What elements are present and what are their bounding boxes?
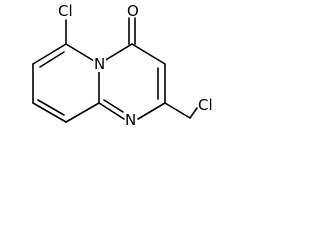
pyrimidinone-ring <box>98 43 166 120</box>
carbonyl-group <box>128 17 136 45</box>
bond-n1-c9a-inner <box>103 99 124 113</box>
bond-c7-c6 <box>32 43 67 65</box>
bond-n1-c9a <box>98 102 125 120</box>
molecule-structure: Cl O N N Cl <box>32 2 213 129</box>
bond-c9-c8-inner <box>37 99 65 116</box>
atom-label-cl-right: Cl <box>198 96 213 114</box>
bond-c9a-c9 <box>65 102 100 123</box>
atom-label-n-bottom: N <box>125 111 136 129</box>
bond-c9-c8 <box>32 102 67 123</box>
atom-label-cl-left: Cl <box>58 2 73 20</box>
bond-c2-ch2 <box>164 102 191 119</box>
pyridine-ring <box>32 43 100 123</box>
bond-c7-c6-inner <box>39 51 65 68</box>
bond-ch2-cl <box>189 107 198 119</box>
bond-c4-c3 <box>131 43 166 65</box>
molecule-canvas: Cl O N N Cl <box>0 0 223 138</box>
atom-bg-n5 <box>93 56 106 72</box>
bond-c2-n1 <box>137 102 166 120</box>
chloromethyl-group <box>164 102 198 119</box>
atom-label-n-junction: N <box>94 55 105 73</box>
atom-label-o: O <box>127 2 139 20</box>
